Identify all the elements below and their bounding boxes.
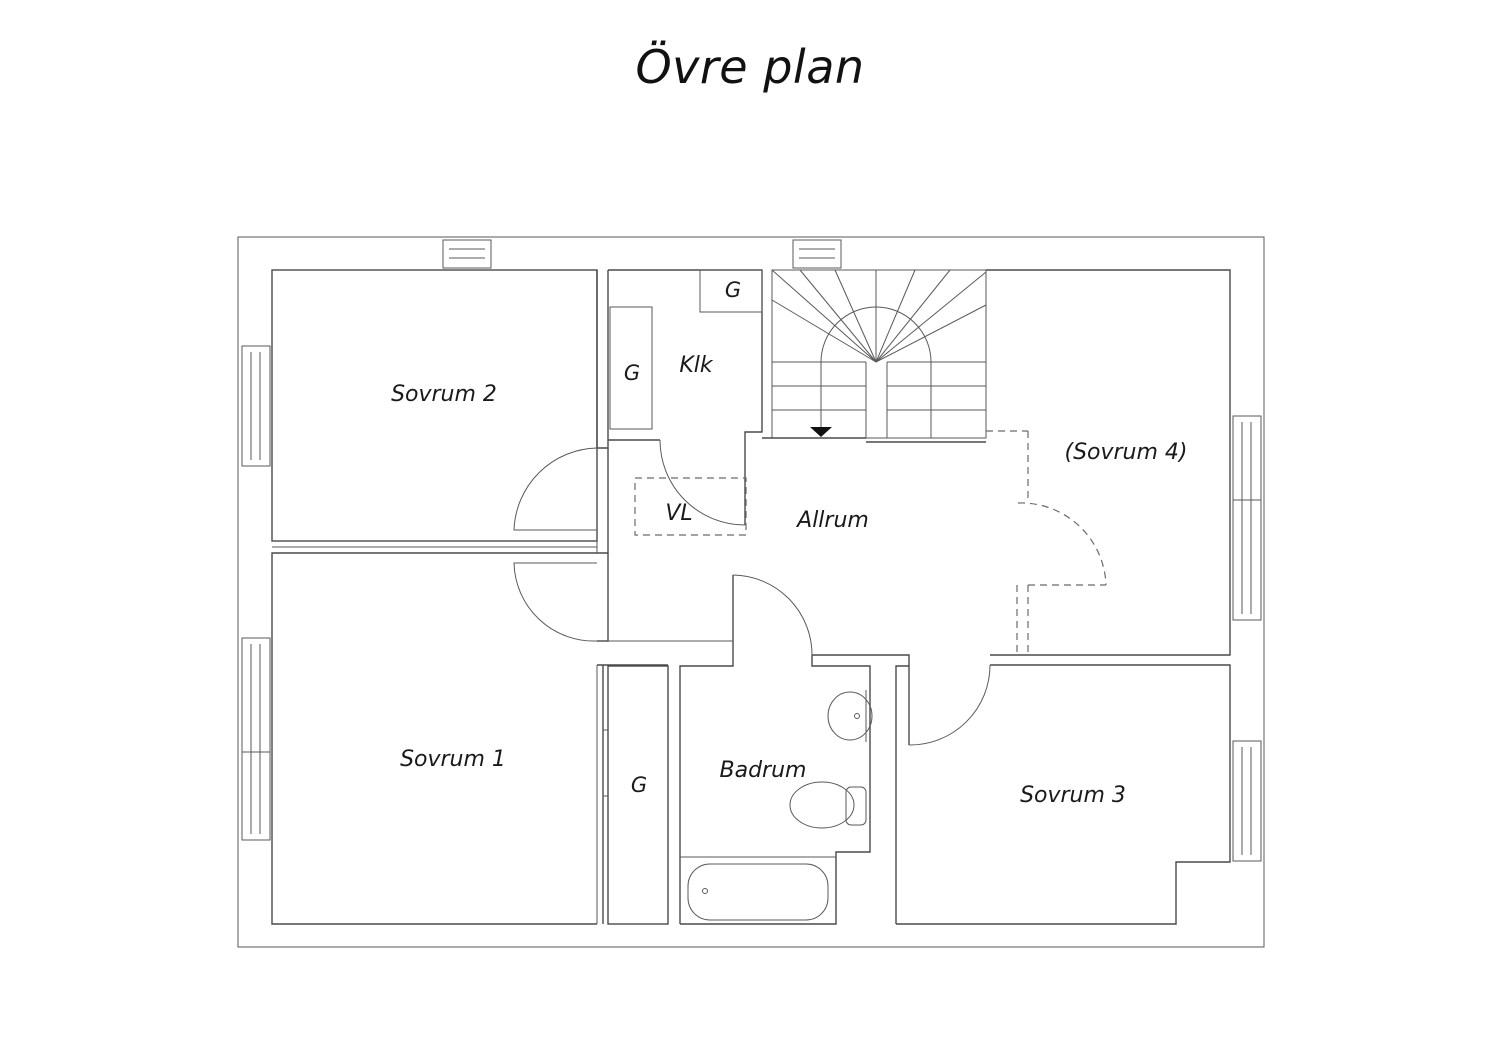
closet-g-bottom	[607, 665, 669, 925]
label-allrum: Allrum	[795, 508, 869, 533]
label-sovrum-1: Sovrum 1	[400, 747, 506, 772]
label-badrum: Badrum	[720, 758, 807, 783]
label-g-top: G	[725, 278, 741, 302]
label-klk: Klk	[679, 353, 714, 378]
label-sovrum-4: (Sovrum 4)	[1064, 440, 1187, 465]
window-top-left	[442, 239, 492, 269]
toilet-icon	[789, 781, 855, 829]
label-sovrum-3: Sovrum 3	[1020, 783, 1126, 808]
label-g-bottom: G	[631, 773, 647, 797]
room-badrum	[679, 575, 734, 924]
closet-g-klk	[609, 306, 653, 430]
room-sovrum-4	[986, 269, 1231, 656]
bathtub-icon	[687, 863, 829, 921]
room-sovrum-3	[896, 664, 1231, 925]
window-right-upper	[1232, 415, 1262, 621]
label-sovrum-2: Sovrum 2	[391, 382, 497, 407]
label-vl: VL	[665, 501, 692, 526]
room-klk	[608, 269, 763, 525]
stairs-direction-arrow	[810, 427, 832, 437]
window-left-lower	[241, 637, 271, 841]
plan-title: Övre plan	[635, 40, 865, 94]
closet-g-top	[699, 269, 763, 313]
window-top-middle	[792, 239, 842, 269]
window-right-lower	[1232, 740, 1262, 862]
label-g-klk: G	[624, 361, 640, 385]
outer-outline	[237, 236, 1265, 948]
sink-icon	[827, 691, 873, 741]
stairs	[771, 269, 987, 439]
room-sovrum-1	[271, 552, 597, 925]
window-left-upper	[241, 345, 271, 467]
